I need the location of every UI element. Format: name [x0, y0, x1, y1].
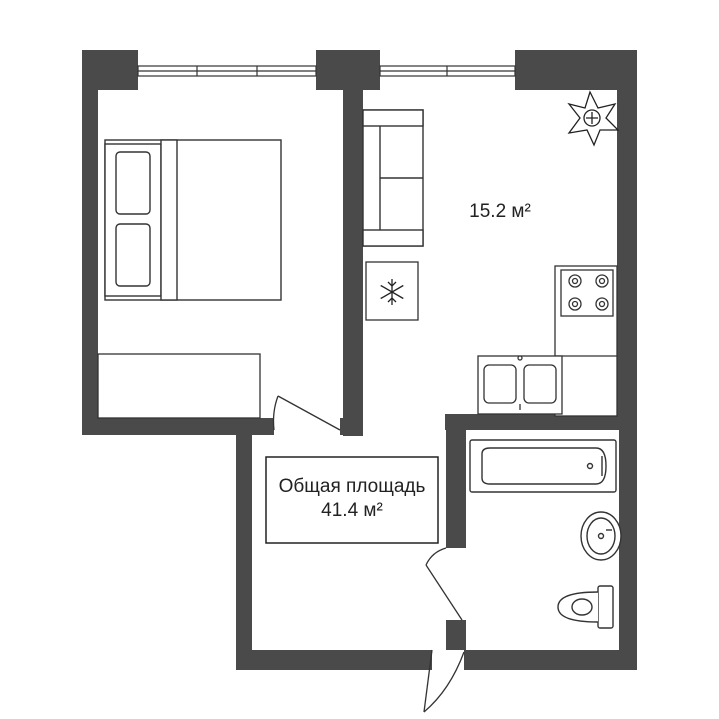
wall-hall-left	[236, 418, 252, 670]
room-area-label: 15.2 м²	[469, 201, 531, 222]
total-area-box: Общая площадь 41.4 м²	[265, 456, 439, 544]
wall-bottom-right	[464, 650, 637, 670]
windows	[137, 65, 516, 77]
window-living	[379, 65, 516, 77]
wall-bedroom-bottom-right	[340, 418, 363, 435]
wall-partition-vertical	[343, 88, 363, 436]
wall-left	[82, 50, 98, 435]
window-bedroom	[137, 65, 317, 77]
toilet-icon	[557, 585, 614, 629]
washbasin-icon	[580, 511, 622, 561]
stove-burners-icon	[560, 269, 614, 317]
double-sink-icon	[477, 355, 563, 415]
wall-bedroom-bottom	[82, 418, 274, 435]
door-bathroom	[425, 547, 463, 621]
bathtub-icon	[469, 439, 617, 493]
wall-bath-left-lower	[446, 620, 466, 650]
doors	[272, 395, 465, 713]
wall-bath-top	[445, 414, 637, 430]
walls	[82, 50, 637, 670]
wall-bottom-left	[236, 650, 432, 670]
sofa-icon	[362, 109, 424, 247]
door-bedroom	[272, 395, 341, 431]
potted-plant-icon	[567, 90, 620, 147]
wall-bath-left-upper	[446, 414, 466, 548]
wardrobe	[97, 353, 261, 419]
wall-right-upper	[617, 50, 637, 430]
wall-top-middle	[316, 50, 380, 90]
fridge	[365, 261, 419, 321]
snowflake-icon	[380, 279, 404, 305]
wall-top-right	[515, 50, 637, 90]
total-area-value: 41.4 м²	[321, 500, 383, 521]
door-entrance	[423, 649, 465, 713]
double-bed-icon	[104, 139, 282, 301]
total-area-title: Общая площадь	[279, 476, 426, 497]
wall-bath-right	[619, 414, 637, 670]
